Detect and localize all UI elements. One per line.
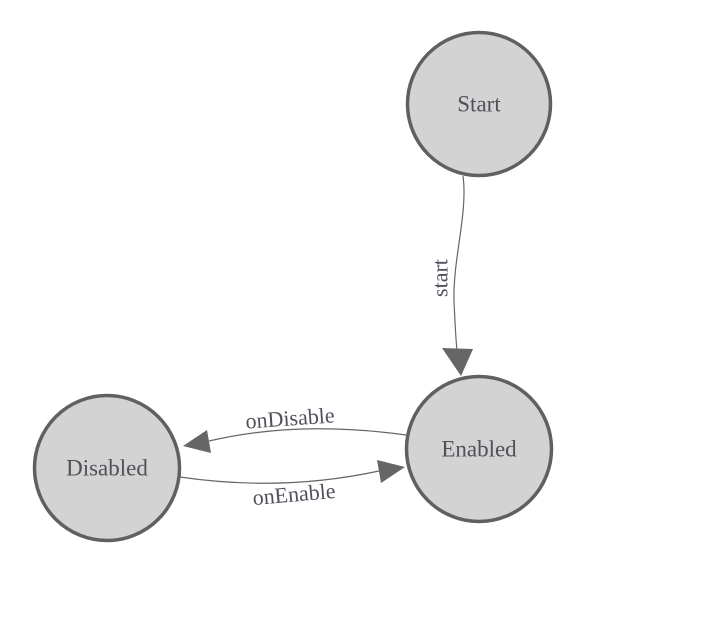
edge-label-start: start [428, 259, 453, 297]
arrowhead-right-icon [377, 460, 405, 483]
arrowhead-left-icon [183, 430, 211, 453]
node-start-circle[interactable] [405, 30, 553, 178]
edge-line-onenable [179, 470, 380, 484]
node-start[interactable]: Start [405, 30, 553, 178]
node-disabled-circle[interactable] [32, 393, 182, 543]
node-start-label: Start [457, 92, 501, 117]
edge-line-start [453, 175, 465, 352]
edge-enabled-to-disabled: onDisable [183, 402, 407, 453]
edge-line-ondisable [208, 428, 407, 442]
node-enabled-circle[interactable] [404, 374, 554, 524]
edge-disabled-to-enabled: onEnable [179, 460, 405, 510]
arrowhead-down-icon [442, 348, 473, 376]
edge-label-ondisable: onDisable [245, 402, 336, 433]
node-disabled[interactable]: Disabled [32, 393, 182, 543]
node-enabled-label: Enabled [441, 437, 517, 462]
node-enabled[interactable]: Enabled [404, 374, 554, 524]
edge-start-to-enabled: start [428, 175, 473, 376]
node-disabled-label: Disabled [66, 456, 148, 481]
